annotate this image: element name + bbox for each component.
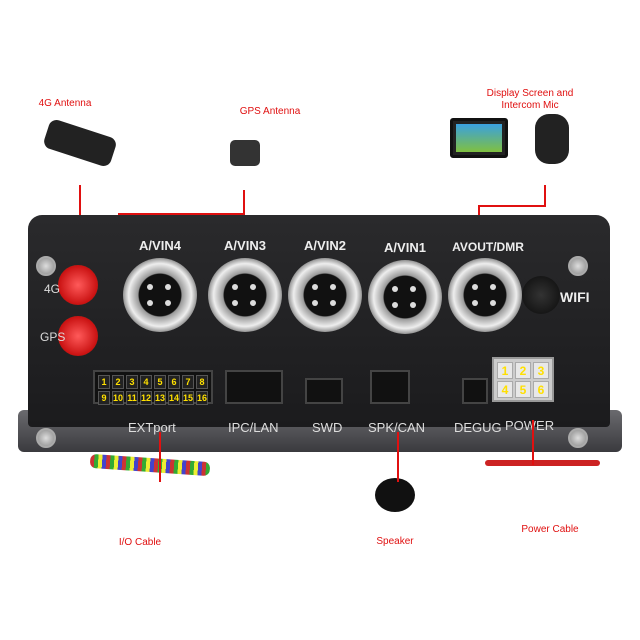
connector-pin bbox=[147, 284, 153, 290]
power-pin: 3 bbox=[533, 362, 549, 379]
connector-pin bbox=[472, 284, 478, 290]
line-gps-a bbox=[243, 190, 245, 214]
avin4-connector[interactable] bbox=[123, 258, 197, 332]
power-pin: 1 bbox=[497, 362, 513, 379]
ext-pin: 3 bbox=[126, 375, 138, 389]
connector-pin bbox=[250, 300, 256, 306]
avin1-connector[interactable] bbox=[368, 260, 442, 334]
power-pin: 5 bbox=[515, 381, 531, 398]
ext-pin: 15 bbox=[182, 391, 194, 405]
label-4g-antenna: 4G Antenna bbox=[38, 98, 92, 109]
connector-pin bbox=[232, 300, 238, 306]
line-display-a bbox=[544, 185, 546, 207]
ext-pin: 11 bbox=[126, 391, 138, 405]
line-io bbox=[159, 432, 161, 482]
ext-pin: 6 bbox=[168, 375, 180, 389]
power-pin: 6 bbox=[533, 381, 549, 398]
ext-pin: 13 bbox=[154, 391, 166, 405]
label-power-cable: Power Cable bbox=[521, 524, 579, 535]
label-avin2: A/VIN2 bbox=[304, 238, 346, 253]
connector-pin bbox=[330, 300, 336, 306]
ext-pin: 2 bbox=[112, 375, 124, 389]
label-wifi: WIFI bbox=[560, 289, 590, 305]
ext-pin: 1 bbox=[98, 375, 110, 389]
label-gps: GPS bbox=[40, 330, 66, 344]
swd-port[interactable] bbox=[305, 378, 343, 404]
label-power: POWER bbox=[505, 418, 555, 433]
label-ipc-lan: IPC/LAN bbox=[228, 420, 279, 435]
ext-pin: 16 bbox=[196, 391, 208, 405]
line-speaker bbox=[397, 432, 399, 482]
connector-pin bbox=[392, 286, 398, 292]
avin3-connector[interactable] bbox=[208, 258, 282, 332]
ext-pin: 12 bbox=[140, 391, 152, 405]
display-screen-image bbox=[450, 118, 508, 158]
intercom-mic-image bbox=[535, 114, 569, 164]
connector-pin bbox=[250, 284, 256, 290]
ext-pin: 14 bbox=[168, 391, 180, 405]
screw-icon bbox=[36, 256, 56, 276]
connector-pin bbox=[472, 300, 478, 306]
connector-pin bbox=[330, 284, 336, 290]
power-cable-image bbox=[485, 460, 600, 466]
ext-pin: 7 bbox=[182, 375, 194, 389]
screw-icon bbox=[568, 428, 588, 448]
gps-antenna-connector[interactable] bbox=[58, 316, 98, 356]
ext-pin: 10 bbox=[112, 391, 124, 405]
ext-pin: 4 bbox=[140, 375, 152, 389]
label-speaker: Speaker bbox=[376, 536, 414, 547]
label-ext-port: EXTport bbox=[128, 420, 176, 435]
ext-pin: 8 bbox=[196, 375, 208, 389]
label-display-line1: Display Screen and bbox=[486, 88, 574, 99]
connector-pin bbox=[410, 286, 416, 292]
label-avin4: A/VIN4 bbox=[139, 238, 181, 253]
label-display-line2: Intercom Mic bbox=[501, 100, 559, 111]
connector-pin bbox=[165, 300, 171, 306]
wifi-antenna-dome bbox=[522, 276, 560, 314]
connector-pin bbox=[232, 284, 238, 290]
ext-pin: 9 bbox=[98, 391, 110, 405]
label-debug: DEGUG bbox=[454, 420, 502, 435]
line-gps-b bbox=[118, 213, 245, 215]
connector-pin bbox=[490, 284, 496, 290]
gps-antenna-image bbox=[230, 140, 260, 166]
power-pin: 2 bbox=[515, 362, 531, 379]
label-swd: SWD bbox=[312, 420, 343, 435]
line-display-b bbox=[478, 205, 546, 207]
connector-pin bbox=[312, 284, 318, 290]
label-gps-antenna: GPS Antenna bbox=[239, 106, 301, 117]
avout-dmr-connector[interactable] bbox=[448, 258, 522, 332]
power-pin: 4 bbox=[497, 381, 513, 398]
debug-port[interactable] bbox=[462, 378, 488, 404]
connector-pin bbox=[392, 302, 398, 308]
spk-can-port[interactable] bbox=[370, 370, 410, 404]
connector-pin bbox=[410, 302, 416, 308]
ipc-lan-port[interactable] bbox=[225, 370, 283, 404]
connector-pin bbox=[312, 300, 318, 306]
label-io-cable: I/O Cable bbox=[118, 537, 162, 548]
label-avout-dmr: AVOUT/DMR bbox=[452, 240, 524, 254]
avin2-connector[interactable] bbox=[288, 258, 362, 332]
connector-pin bbox=[147, 300, 153, 306]
screw-icon bbox=[36, 428, 56, 448]
label-spk-can: SPK/CAN bbox=[368, 420, 426, 435]
speaker-image bbox=[375, 478, 415, 512]
ext-pin: 5 bbox=[154, 375, 166, 389]
io-cable-image bbox=[89, 453, 211, 477]
connector-pin bbox=[490, 300, 496, 306]
4g-antenna-image bbox=[42, 117, 118, 169]
label-4g: 4G bbox=[44, 282, 61, 296]
label-avin3: A/VIN3 bbox=[224, 238, 266, 253]
line-power bbox=[532, 420, 534, 465]
connector-pin bbox=[165, 284, 171, 290]
screw-icon bbox=[568, 256, 588, 276]
label-avin1: A/VIN1 bbox=[384, 240, 426, 255]
4g-antenna-connector[interactable] bbox=[58, 265, 98, 305]
